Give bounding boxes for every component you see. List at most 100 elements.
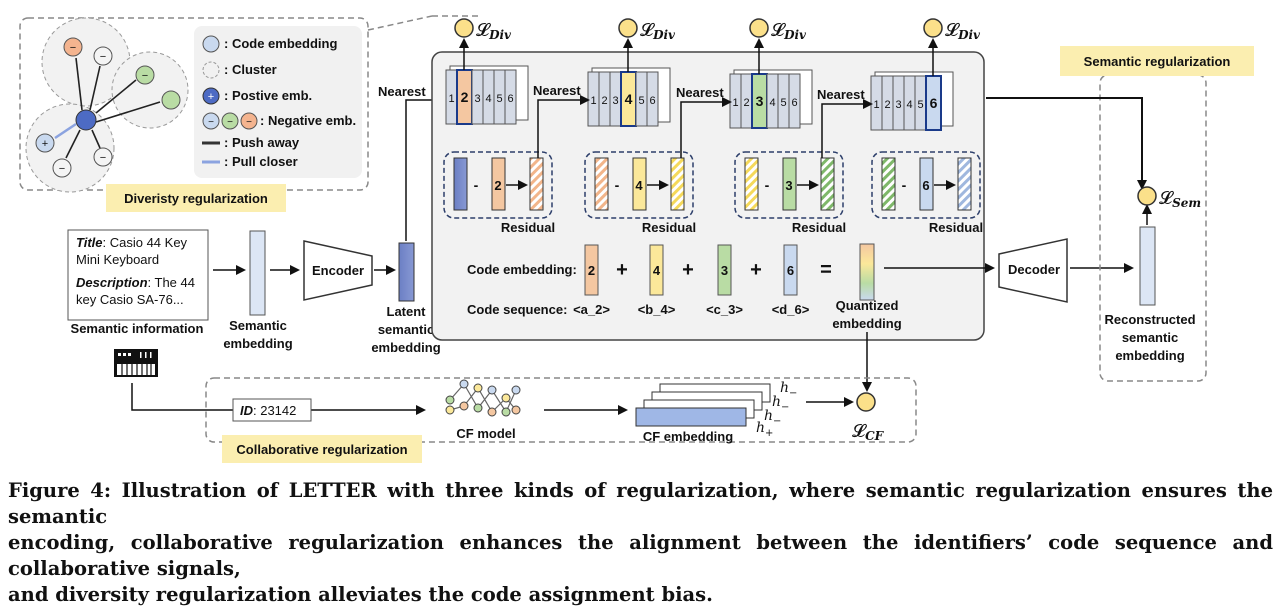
code-embedding-4: 6 xyxy=(783,244,798,296)
codebook-cell-label: 2 xyxy=(601,95,607,107)
title-value-2: Mini Keyboard xyxy=(76,252,159,267)
negative-node: − xyxy=(135,65,155,85)
semantic-info-caption: Semantic information xyxy=(71,321,204,336)
svg-text:4: 4 xyxy=(653,263,661,278)
codebook-cell-label: 5 xyxy=(917,99,923,111)
nearest-label-2: Nearest xyxy=(533,83,581,98)
loss-div-label: 𝓛Div xyxy=(640,20,676,42)
keyboard-icon xyxy=(114,349,158,377)
codebook-cell-label: 1 xyxy=(732,97,738,109)
semantic-info: Title: Casio 44 Key Mini Keyboard Descri… xyxy=(67,229,209,377)
legend-push: : Push away xyxy=(224,135,300,150)
loss-div-node xyxy=(454,18,474,38)
positive-node: + xyxy=(35,133,55,153)
plus-sign: + xyxy=(682,259,694,281)
code-embedding-2: 4 xyxy=(649,244,664,296)
loss-cf-label: 𝓛CF xyxy=(852,421,885,443)
id-label: ID xyxy=(240,403,254,418)
h-plus: h+ xyxy=(756,420,773,439)
residual-label: Residual xyxy=(501,220,555,235)
loss-sem-label: 𝓛Sem xyxy=(1159,188,1201,210)
title-label: Title xyxy=(76,235,103,250)
letter-diagram: − − − − − + xyxy=(19,15,1254,463)
legend-negative: : Negative emb. xyxy=(260,113,356,128)
cf-model-icon xyxy=(445,379,521,417)
svg-text:3: 3 xyxy=(721,263,728,278)
codebook-cell-label: 6 xyxy=(507,93,513,105)
legend-code-embedding: : Code embedding xyxy=(224,36,337,51)
loss-div-node xyxy=(618,18,638,38)
legend-cluster: : Cluster xyxy=(224,62,277,77)
svg-text:−: − xyxy=(100,152,106,164)
latent-embedding-bar xyxy=(398,242,415,302)
description-value-2: key Casio SA-76... xyxy=(76,292,184,307)
h-minus-2: h− xyxy=(772,394,789,413)
svg-text:+: + xyxy=(208,91,214,103)
codebook-cell-label: 2 xyxy=(884,99,890,111)
quantized-label-1: Quantized xyxy=(836,298,899,313)
code-sequence-token: <b_4> xyxy=(638,302,676,317)
svg-text:2: 2 xyxy=(588,263,595,278)
minus-sign: - xyxy=(615,177,620,193)
legend-pull: : Pull closer xyxy=(224,154,298,169)
codebook-cell-label: 4 xyxy=(485,93,491,105)
codebook-cell xyxy=(646,71,659,127)
codebook-cell-label: 2 xyxy=(743,97,749,109)
codebook-cell xyxy=(504,69,517,125)
codebook-cell-label: 6 xyxy=(649,95,655,107)
loss-div-label: 𝓛Div xyxy=(945,20,981,42)
codebook-cell-label: 4 xyxy=(906,99,912,111)
decoder-label: Decoder xyxy=(1008,262,1060,277)
loss-cf-node xyxy=(856,392,876,412)
quantized-label-2: embedding xyxy=(832,316,901,331)
semantic-reg-title: Semantic regularization xyxy=(1084,54,1231,69)
legend-positive: : Postive emb. xyxy=(224,88,312,103)
residual-label: Residual xyxy=(929,220,983,235)
codebook-cell-label: 2 xyxy=(461,89,469,105)
reconstructed-label-2: semantic xyxy=(1122,330,1178,345)
encoder-label: Encoder xyxy=(312,263,364,278)
residual-code: 4 xyxy=(635,178,643,193)
quantized-embedding-bar xyxy=(859,243,875,301)
reconstructed-embedding-bar xyxy=(1139,226,1156,306)
code-embedding-3: 3 xyxy=(717,244,732,296)
reconstructed-label-1: Reconstructed xyxy=(1104,312,1195,327)
plus-sign: + xyxy=(616,259,628,281)
loss-div-label: 𝓛Div xyxy=(476,20,512,42)
svg-text:ID: 23142: ID: 23142 xyxy=(240,403,296,418)
description-value: : The 44 xyxy=(148,275,195,290)
code-sequence-token: <d_6> xyxy=(772,302,810,317)
minus-sign: - xyxy=(474,177,479,193)
svg-text:+: + xyxy=(42,138,48,150)
codebook-cell-label: 3 xyxy=(895,99,901,111)
id-value: : 23142 xyxy=(253,403,296,418)
residual-code: 3 xyxy=(785,178,792,193)
title-value: : Casio 44 Key xyxy=(103,235,188,250)
loss-sem-node xyxy=(1137,186,1157,206)
plus-sign: + xyxy=(750,259,762,281)
equals-sign: = xyxy=(820,259,832,281)
nearest-label-4: Nearest xyxy=(817,87,865,102)
svg-text:Description: The 44: Description: The 44 xyxy=(76,275,195,290)
codebook-cell-label: 1 xyxy=(873,99,879,111)
codebook-cell-label: 1 xyxy=(448,93,454,105)
residual-code: 6 xyxy=(922,178,929,193)
figure-caption: Figure 4: Illustration of LETTER with th… xyxy=(8,478,1273,608)
svg-text:−: − xyxy=(227,117,233,128)
codebook-cell-label: 4 xyxy=(625,91,633,107)
semantic-embedding-label-2: embedding xyxy=(223,336,292,351)
code-sequence-token: <c_3> xyxy=(706,302,743,317)
quantization-panel xyxy=(431,51,985,341)
negative-node: − xyxy=(52,158,72,178)
code-sequence-row-label: Code sequence: xyxy=(467,302,567,317)
loss-div-node xyxy=(923,18,943,38)
codebook-cell-label: 5 xyxy=(780,97,786,109)
caption-line-1: Figure 4: Illustration of LETTER with th… xyxy=(8,479,1273,528)
svg-text:Title: Casio 44 Key: Title: Casio 44 Key xyxy=(76,235,188,250)
codebook-cell-label: 3 xyxy=(474,93,480,105)
decoder-block xyxy=(998,238,1068,303)
